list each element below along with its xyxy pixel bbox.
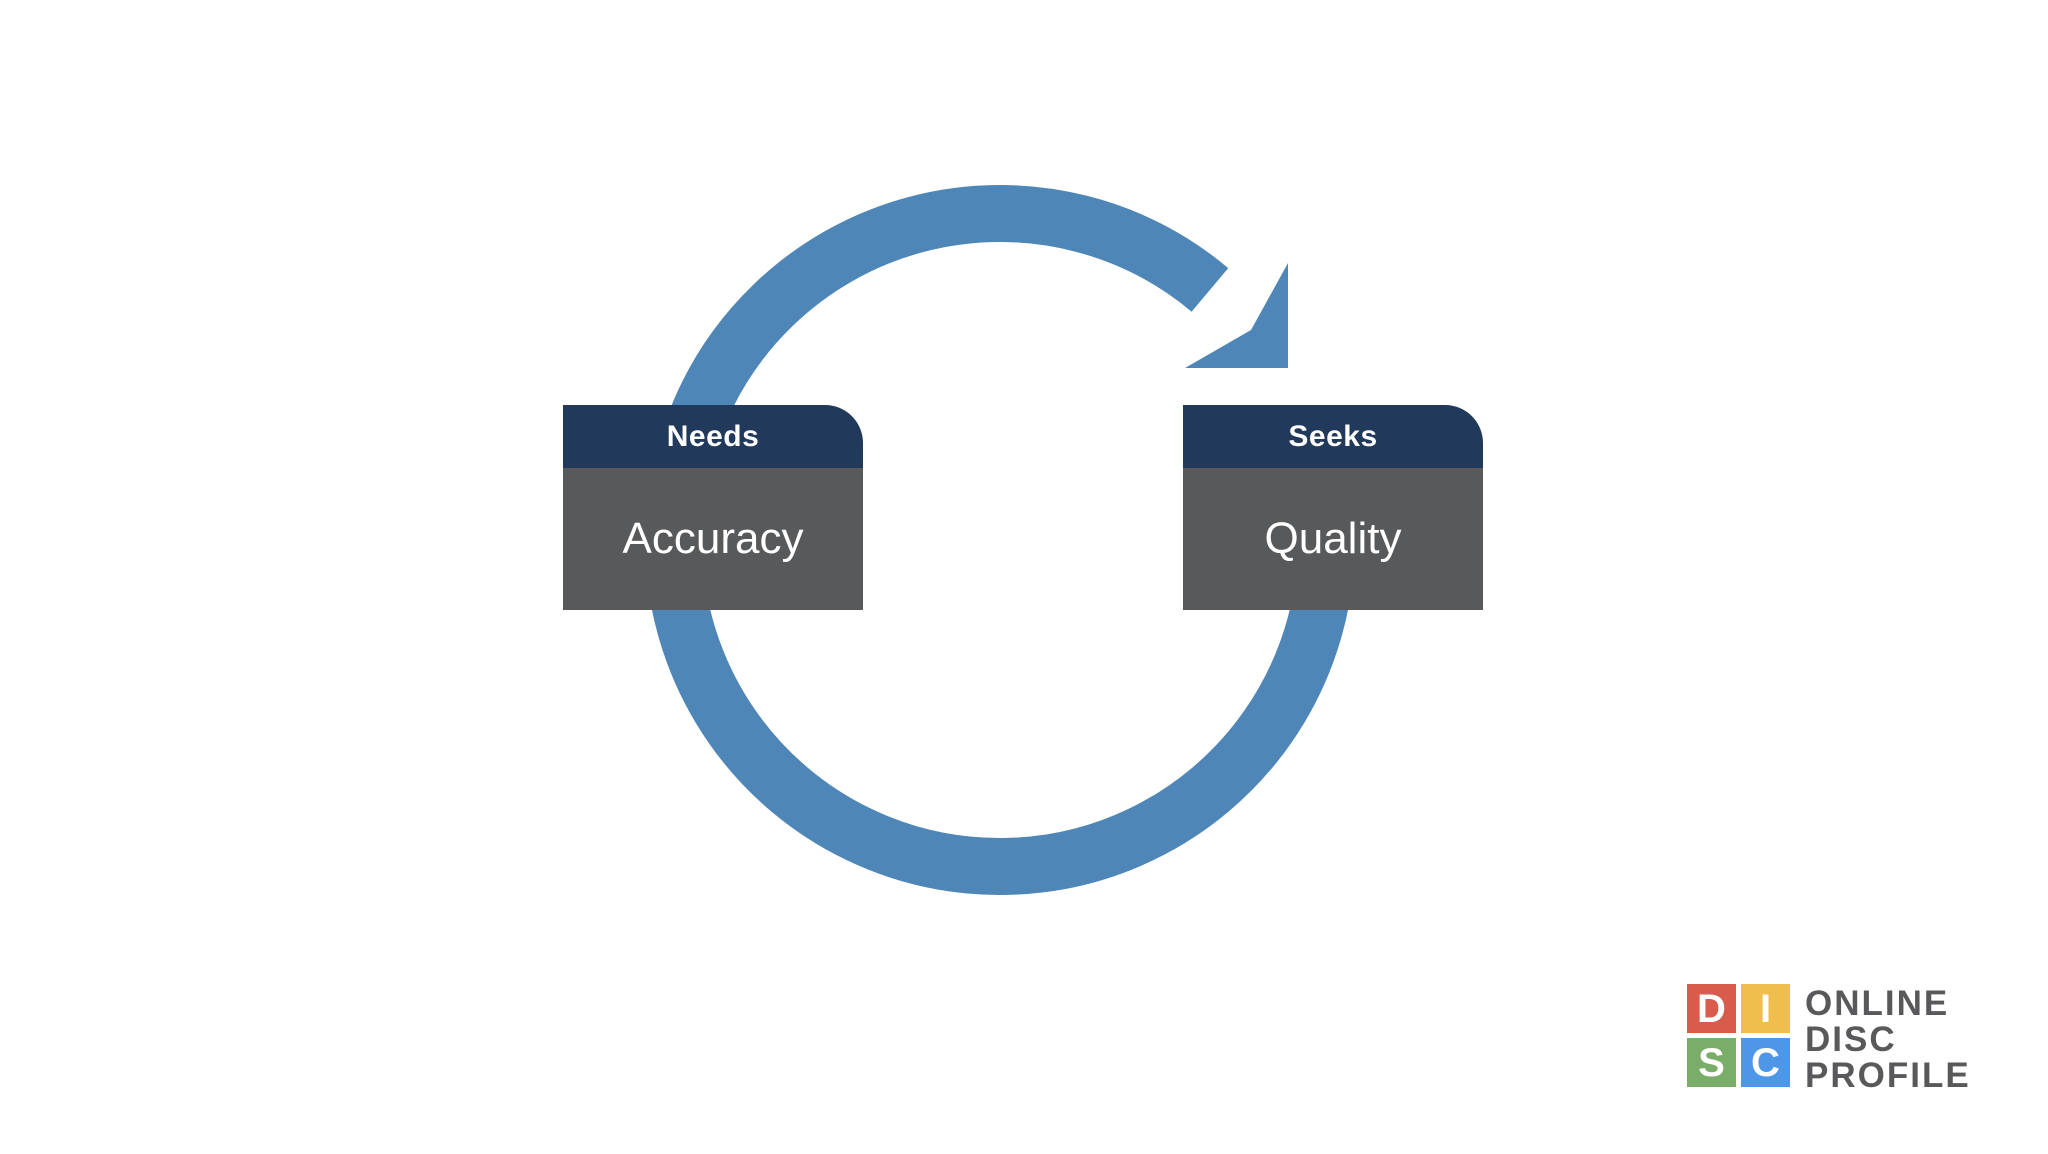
logo-square-d: D	[1687, 984, 1736, 1033]
card-seeks-header: Seeks	[1183, 405, 1483, 468]
disc-logo: D I S C ONLINE DISC PROFILE	[1687, 984, 1971, 1094]
cycle-card-needs: Needs Accuracy	[563, 405, 863, 610]
card-needs-value: Accuracy	[563, 468, 863, 610]
logo-square-s: S	[1687, 1038, 1736, 1087]
logo-square-c: C	[1741, 1038, 1790, 1087]
logo-wordmark: ONLINE DISC PROFILE	[1805, 984, 1971, 1094]
logo-wordmark-line-1: ONLINE	[1805, 984, 1950, 1023]
disc-logo-grid: D I S C	[1687, 984, 1790, 1087]
logo-square-i: I	[1741, 984, 1790, 1033]
card-needs-header: Needs	[563, 405, 863, 468]
card-seeks-value: Quality	[1183, 468, 1483, 610]
arrowhead-icon	[1185, 263, 1288, 368]
cycle-card-seeks: Seeks Quality	[1183, 405, 1483, 610]
logo-wordmark-line-3: PROFILE	[1805, 1056, 1971, 1095]
logo-wordmark-line-2: DISC	[1805, 1020, 1897, 1059]
cycle-arrow-arc	[645, 184, 1355, 895]
